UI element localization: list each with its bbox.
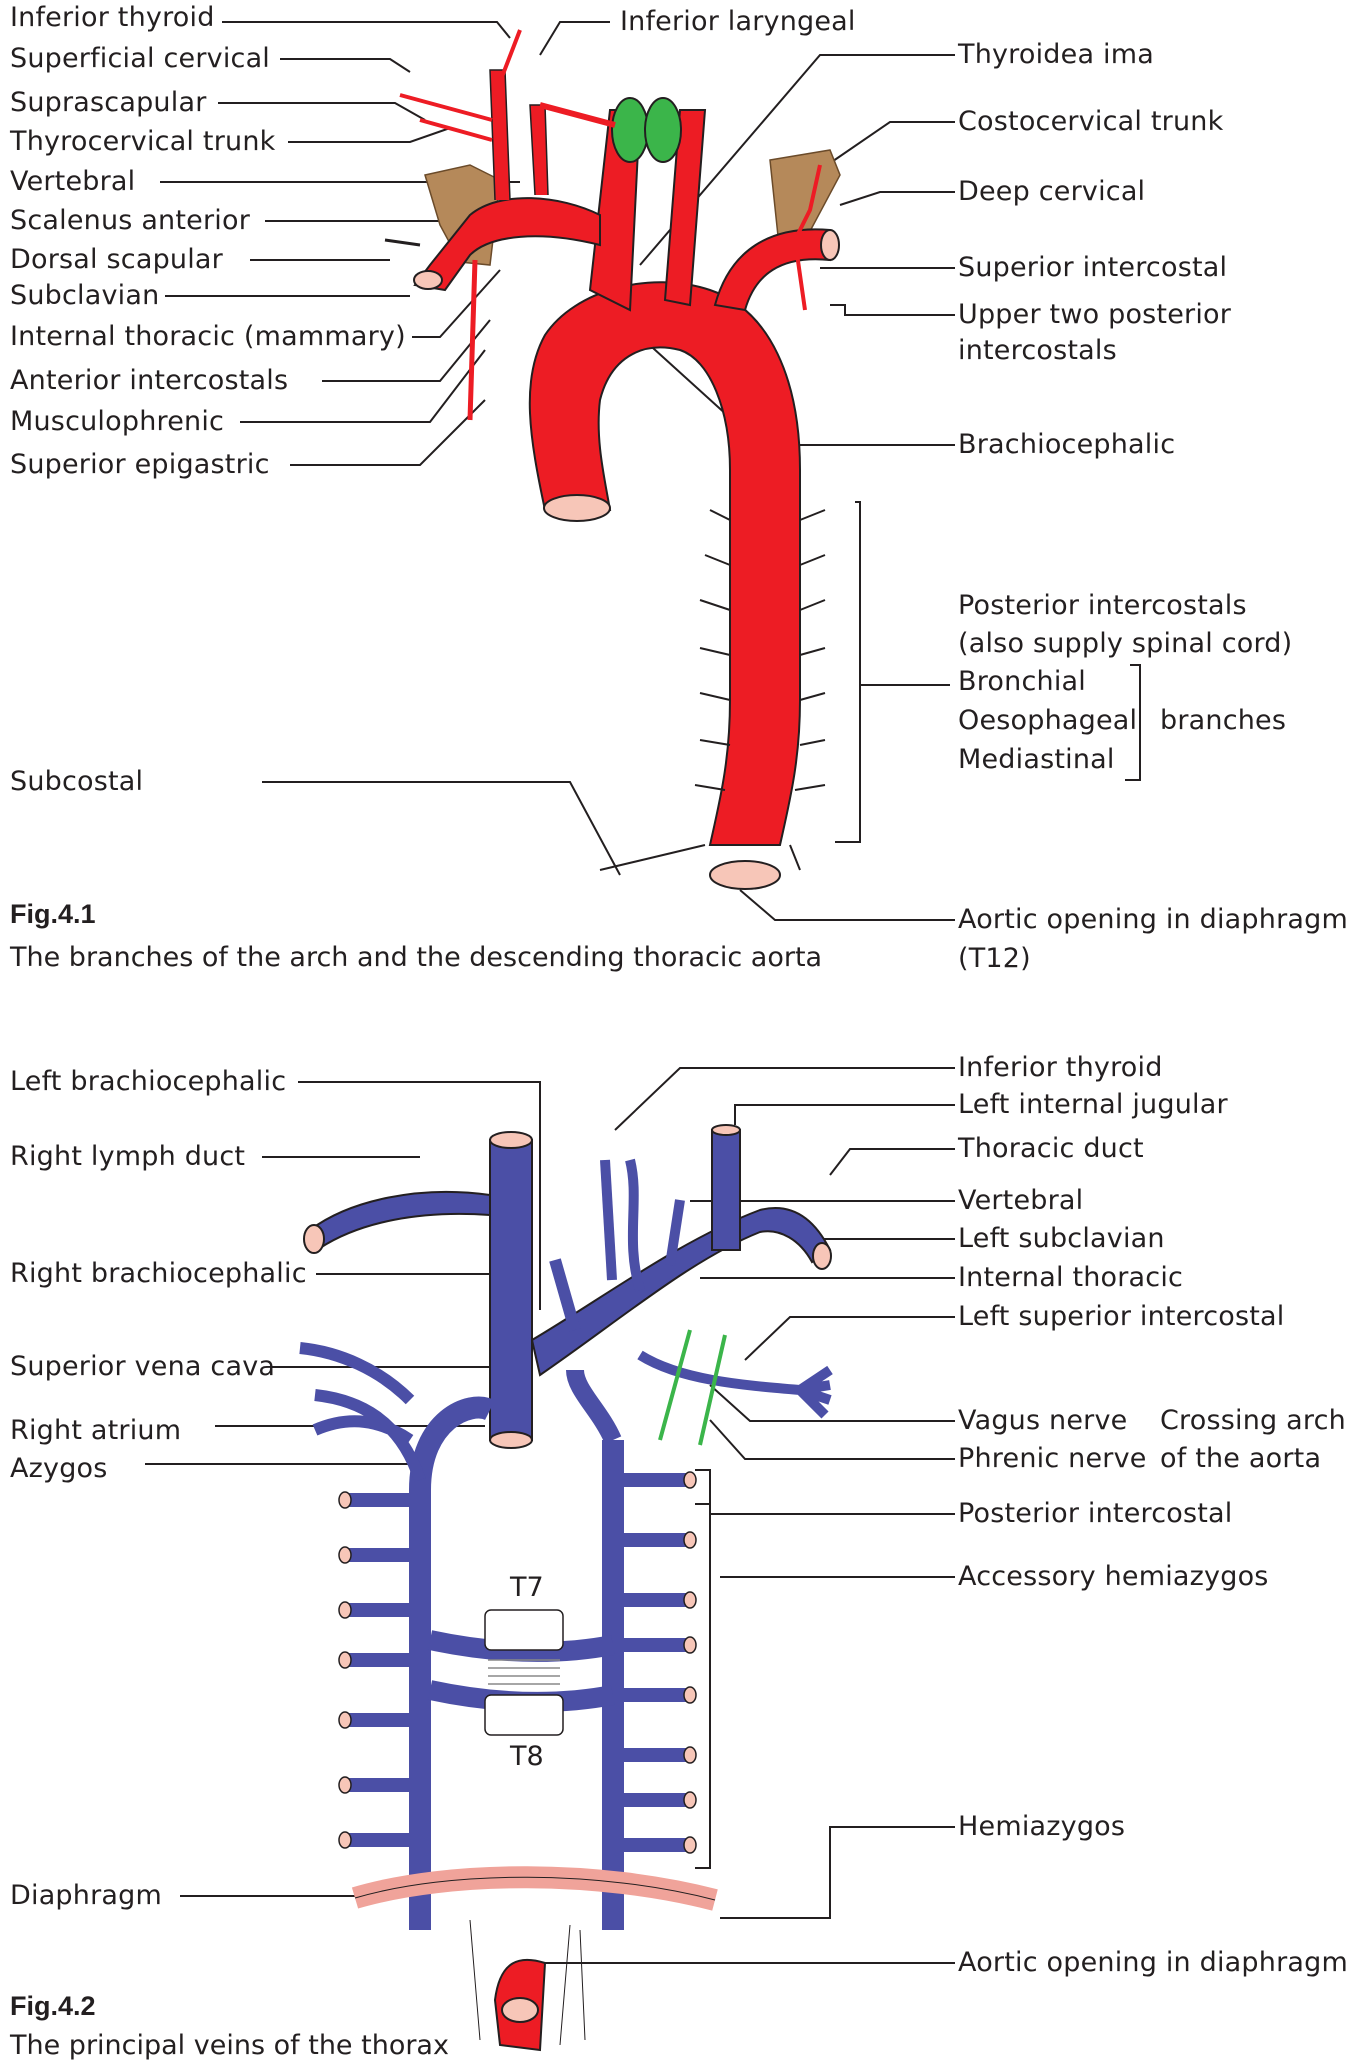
label-mediastinal: Mediastinal xyxy=(958,744,1115,775)
label-subcostal: Subcostal xyxy=(10,766,144,797)
label-superficial-cervical: Superficial cervical xyxy=(10,43,271,74)
label-left-internal-jugular: Left internal jugular xyxy=(958,1089,1228,1120)
label-vertebral: Vertebral xyxy=(10,166,136,197)
label-of-the-aorta: of the aorta xyxy=(1160,1443,1322,1474)
fig2-caption: The principal veins of the thorax xyxy=(10,2030,449,2061)
label-left-subclavian: Left subclavian xyxy=(958,1223,1165,1254)
fig1-caption: The branches of the arch and the descend… xyxy=(10,942,823,973)
label-t12: (T12) xyxy=(958,943,1031,974)
label-oesophageal: Oesophageal xyxy=(958,705,1138,736)
label-phrenic-nerve: Phrenic nerve xyxy=(958,1443,1147,1474)
vertebra-label-t7: T7 xyxy=(509,1572,544,1603)
label-inferior-thyroid-vein: Inferior thyroid xyxy=(958,1052,1163,1083)
vertebra-label-t8: T8 xyxy=(509,1741,544,1772)
label-thyrocervical-trunk: Thyrocervical trunk xyxy=(10,126,276,157)
label-thyroidea-ima: Thyroidea ima xyxy=(958,39,1154,70)
label-superior-intercostal: Superior intercostal xyxy=(958,252,1228,283)
fig2-number: Fig.4.2 xyxy=(10,1991,96,2021)
label-dorsal-scapular: Dorsal scapular xyxy=(10,244,223,275)
label-posterior-intercostal: Posterior intercostal xyxy=(958,1498,1233,1529)
label-right-brachiocephalic: Right brachiocephalic xyxy=(10,1258,307,1289)
label-subclavian: Subclavian xyxy=(10,280,160,311)
label-anterior-intercostals: Anterior intercostals xyxy=(10,365,289,396)
fig2-intercostal-stubs xyxy=(345,1473,690,1852)
fig1-intercostal-branches xyxy=(599,509,826,871)
label-right-atrium: Right atrium xyxy=(10,1415,182,1446)
label-suprascapular: Suprascapular xyxy=(10,87,207,118)
label-brachiocephalic-artery: Brachiocephalic xyxy=(958,429,1176,460)
label-hemiazygos: Hemiazygos xyxy=(958,1811,1126,1842)
label-superior-epigastric: Superior epigastric xyxy=(10,449,270,480)
label-right-lymph-duct: Right lymph duct xyxy=(10,1141,246,1172)
label-deep-cervical: Deep cervical xyxy=(958,176,1146,207)
label-bronchial: Bronchial xyxy=(958,666,1086,697)
fig1-arteries xyxy=(384,29,841,890)
fig1-leader-lines xyxy=(160,21,1141,921)
label-aortic-opening-1: Aortic opening in diaphragm xyxy=(958,904,1348,935)
label-inferior-thyroid: Inferior thyroid xyxy=(10,2,215,33)
label-accessory-hemiazygos: Accessory hemiazygos xyxy=(958,1561,1269,1592)
label-internal-thoracic: Internal thoracic (mammary) xyxy=(10,321,406,352)
fig1-number: Fig.4.1 xyxy=(10,899,96,929)
label-upper-two-posterior: Upper two posterior xyxy=(958,299,1232,330)
label-supply-spinal-cord: (also supply spinal cord) xyxy=(958,628,1293,659)
label-crossing-arch: Crossing arch xyxy=(1160,1405,1346,1436)
label-azygos: Azygos xyxy=(10,1453,108,1484)
fig2-vertebrae xyxy=(484,1609,564,1736)
label-aortic-opening-2: Aortic opening in diaphragm xyxy=(958,1947,1348,1978)
label-thoracic-duct: Thoracic duct xyxy=(958,1133,1144,1164)
label-vertebral-vein: Vertebral xyxy=(958,1185,1084,1216)
label-left-superior-intercostal: Left superior intercostal xyxy=(958,1301,1285,1332)
fig2-leader-lines xyxy=(145,1067,955,1964)
vagus-phrenic-nerves xyxy=(658,1329,727,1446)
fig2-veins xyxy=(299,1124,833,1930)
label-internal-thoracic-vein: Internal thoracic xyxy=(958,1262,1184,1293)
label-branches: branches xyxy=(1160,705,1287,736)
label-musculophrenic: Musculophrenic xyxy=(10,406,225,437)
label-left-brachiocephalic: Left brachiocephalic xyxy=(10,1066,287,1097)
label-posterior-intercostals: Posterior intercostals xyxy=(958,590,1247,621)
label-diaphragm: Diaphragm xyxy=(10,1880,162,1911)
label-superior-vena-cava: Superior vena cava xyxy=(10,1351,276,1382)
label-vagus-nerve: Vagus nerve xyxy=(958,1405,1128,1436)
label-scalenus-anterior: Scalenus anterior xyxy=(10,205,250,236)
label-inferior-laryngeal: Inferior laryngeal xyxy=(620,6,856,37)
label-intercostals: intercostals xyxy=(958,335,1117,366)
label-costocervical-trunk: Costocervical trunk xyxy=(958,106,1224,137)
